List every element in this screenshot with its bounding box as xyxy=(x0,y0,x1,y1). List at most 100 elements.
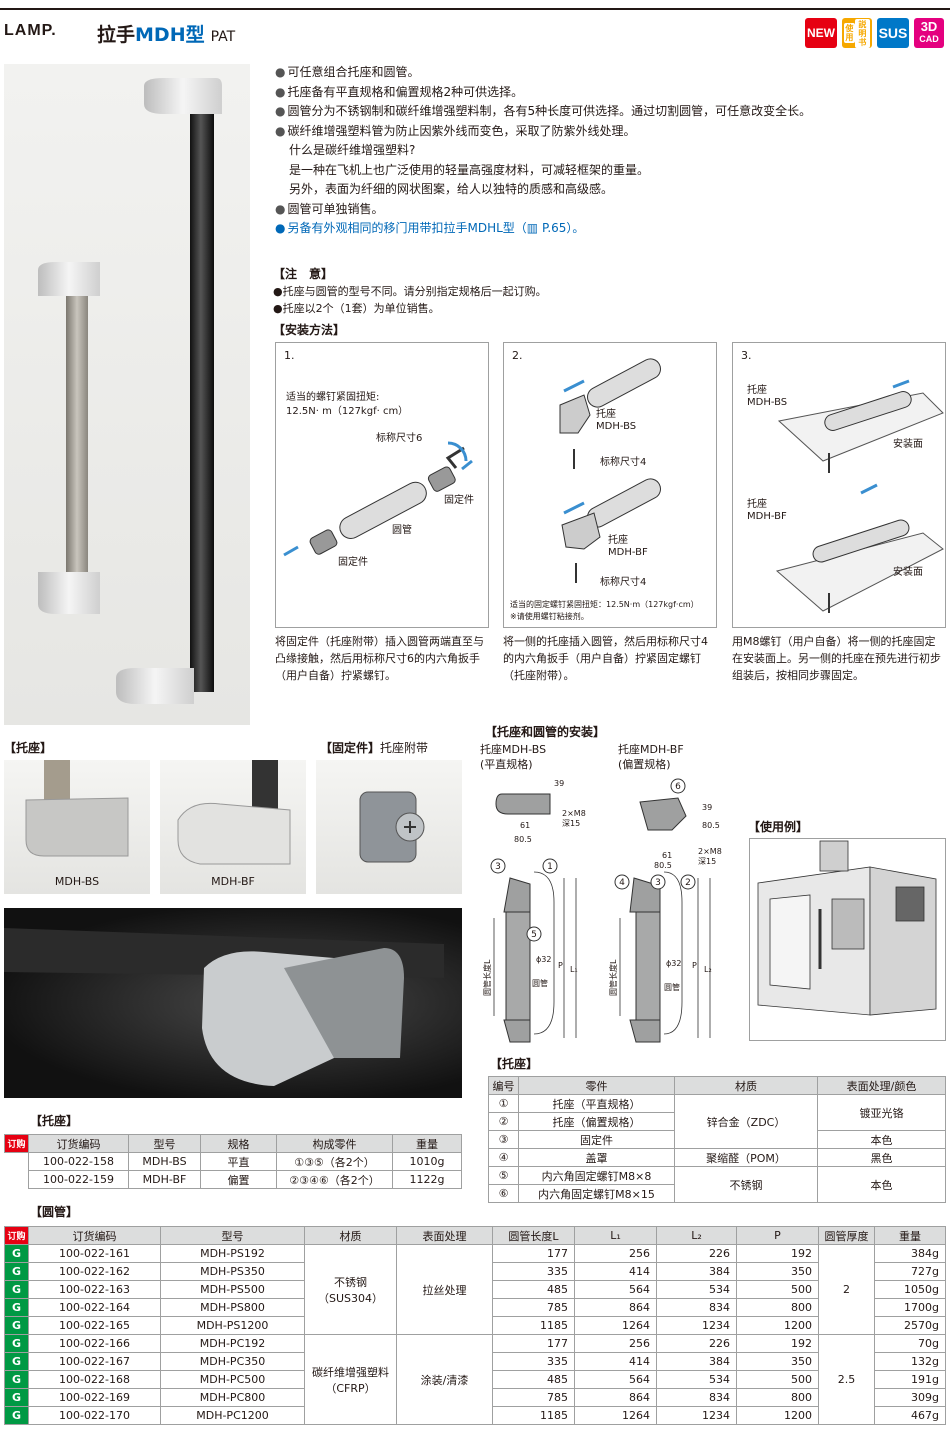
cell-model: MDH-PS1200 xyxy=(160,1316,305,1335)
table-row: ⑥ 内六角固定螺钉M8×15 xyxy=(488,1184,946,1203)
title-prefix: 拉手 xyxy=(97,24,136,46)
order-badge: 订购 xyxy=(4,1134,29,1153)
dim-label: ϕ32 xyxy=(536,955,551,964)
col-header: 构成零件 xyxy=(276,1134,393,1153)
cell-part: 盖罩 xyxy=(518,1148,675,1167)
header-rule xyxy=(0,8,950,10)
label-line: MDH-BS xyxy=(747,397,788,408)
g-icon: G xyxy=(4,1352,29,1371)
col-header: 型号 xyxy=(128,1134,201,1153)
notice-title: 【注 意】 xyxy=(273,267,334,281)
g-icon: G xyxy=(4,1370,29,1389)
step3-bottom-graphic xyxy=(775,483,944,613)
notice-block: 【注 意】 ●托座与圆管的型号不同。请分别指定规格后一起订购。 ●托座以2个（1… xyxy=(273,266,547,317)
table-row[interactable]: 100-022-159 MDH-BF 偏置 ②③④⑥（各2个） 1122g xyxy=(5,1170,462,1189)
tube-table-title: 【圆管】 xyxy=(30,1205,79,1219)
col-header: L₁ xyxy=(574,1226,657,1245)
fixer-label: 固定件 xyxy=(444,495,474,506)
install-title: 【安装方法】 xyxy=(273,323,346,337)
cell-parts: ①③⑤（各2个） xyxy=(276,1152,393,1171)
cell-weight: 384g xyxy=(874,1244,946,1263)
cell-code: 100-022-166 xyxy=(28,1334,161,1353)
book-icon: ▥ xyxy=(526,221,539,235)
cell-length: 1185 xyxy=(492,1316,575,1335)
diagram-title: 【托座和圆管的安装】 xyxy=(485,725,606,739)
cell-model: MDH-BF xyxy=(128,1170,201,1189)
step1-torque: 适当的螺钉紧固扭矩: 12.5N· m（127kgf· cm） xyxy=(286,391,408,419)
cell-l1: 1264 xyxy=(574,1316,657,1335)
cell-length: 177 xyxy=(492,1334,575,1353)
cell-weight: 191g xyxy=(874,1370,946,1389)
cell-part: 内六角固定螺钉M8×15 xyxy=(518,1184,675,1203)
g-icon: G xyxy=(4,1316,29,1335)
hex-size-label: 标称尺寸6 xyxy=(376,433,423,444)
cfrp-explain: 是一种在飞机上也广泛使用的轻量高强度材料，可减轻框架的重量。 xyxy=(289,162,650,177)
cell-finish: 镀亚光铬 xyxy=(817,1094,946,1131)
cell-no: ④ xyxy=(488,1148,519,1167)
dim-label: 80.5 xyxy=(654,861,672,870)
cell-length: 485 xyxy=(492,1280,575,1299)
cell-l2: 226 xyxy=(656,1244,737,1263)
cell-l1: 564 xyxy=(574,1280,657,1299)
col-header: 订货编码 xyxy=(28,1226,161,1245)
callout-group xyxy=(490,778,696,942)
cell-weight: 1010g xyxy=(392,1152,462,1171)
usage-title: 【使用例】 xyxy=(748,820,809,834)
cell-code: 100-022-170 xyxy=(28,1406,161,1425)
cell-p: 1200 xyxy=(736,1406,819,1425)
col-header: 表面处理/颜色 xyxy=(817,1076,946,1095)
table-row[interactable]: 100-022-158 MDH-BS 平直 ①③⑤（各2个） 1010g xyxy=(5,1152,462,1171)
col-header: 重量 xyxy=(874,1226,946,1245)
callout-number: 3 xyxy=(495,862,501,872)
callout-number: 6 xyxy=(675,782,681,792)
callout-number: 2 xyxy=(685,878,691,888)
cell-l1: 414 xyxy=(574,1262,657,1281)
col-header: L₂ xyxy=(656,1226,737,1245)
table-row: ③ 固定件 本色 xyxy=(488,1130,946,1149)
step-number: 2. xyxy=(512,349,523,362)
cell-no: ⑥ xyxy=(488,1184,519,1203)
cell-code: 100-022-159 xyxy=(28,1170,129,1189)
cad-badge-line1: 3D xyxy=(920,19,938,34)
cell-parts: ②③④⑥（各2个） xyxy=(276,1170,393,1189)
fixer-note: 托座附带 xyxy=(380,741,429,755)
cell-length: 335 xyxy=(492,1352,575,1371)
manual-badge[interactable]: 使用説明书 xyxy=(842,18,872,48)
order-badge: 订购 xyxy=(4,1226,29,1245)
base-table: 订购 订货编码 型号 规格 构成零件 重量 100-022-158 MDH-BS… xyxy=(4,1134,462,1189)
product-photo xyxy=(4,64,250,725)
material-line: 不锈钢 xyxy=(334,1275,367,1289)
usage-illustration xyxy=(749,838,946,1041)
cell-model: MDH-PC350 xyxy=(160,1352,305,1371)
photo-caption: MDH-BS xyxy=(54,875,100,888)
hex-size-label: 标称尺寸4 xyxy=(600,457,647,468)
cell-l2: 534 xyxy=(656,1280,737,1299)
dim-label: 80.5 xyxy=(702,821,720,830)
mdhl-link-text: 另备有外观相同的移门用带扣拉手MDHL型（ xyxy=(287,221,527,235)
title-model: MDH型 xyxy=(135,24,205,46)
dim-label: P xyxy=(692,961,697,970)
mdhl-link[interactable]: 另备有外观相同的移门用带扣拉手MDHL型（▥ P.65）。 xyxy=(275,219,947,239)
col-header: 重量 xyxy=(392,1134,462,1153)
cell-spec: 平直 xyxy=(200,1152,277,1171)
cell-l2: 834 xyxy=(656,1298,737,1317)
cell-weight: 70g xyxy=(874,1334,946,1353)
fixer-label: 固定件 xyxy=(338,557,368,568)
cell-l2: 534 xyxy=(656,1370,737,1389)
label-line: MDH-BS xyxy=(596,421,637,432)
cell-p: 192 xyxy=(736,1334,819,1353)
dim-label: 61 xyxy=(520,821,530,830)
col-header: 零件 xyxy=(518,1076,675,1095)
dim-label: 39 xyxy=(702,803,712,812)
cell-length: 177 xyxy=(492,1244,575,1263)
cell-no: ③ xyxy=(488,1130,519,1149)
